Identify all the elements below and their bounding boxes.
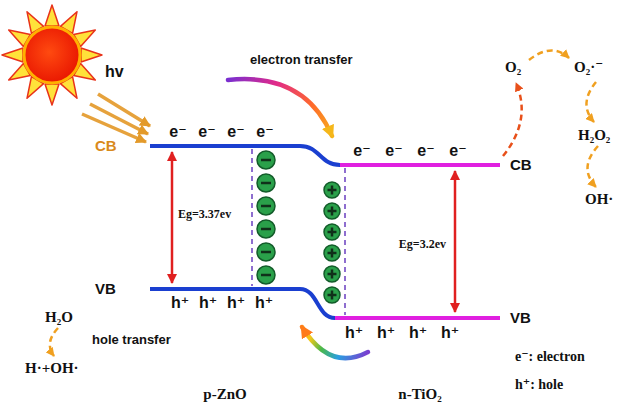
hole-symbol: h⁺ xyxy=(171,294,189,312)
hole-symbol: h⁺ xyxy=(227,294,245,312)
band-label: VB xyxy=(95,280,116,297)
photon-label: hv xyxy=(105,63,124,81)
negative-ion xyxy=(257,266,275,284)
material-label: n-TiO₂ xyxy=(398,386,441,403)
positive-charges xyxy=(324,182,340,303)
positive-ion xyxy=(324,287,340,303)
transfer-label: electron transfer xyxy=(250,53,353,68)
material-label: p-ZnO xyxy=(203,386,246,403)
zno-bands xyxy=(150,146,340,318)
electron-symbol: e⁻ xyxy=(385,142,402,160)
species-label: H₂O xyxy=(45,309,73,326)
conduction-band xyxy=(340,163,500,167)
reaction-arrow xyxy=(587,146,598,187)
negative-ion xyxy=(257,220,275,238)
dashed-boundary xyxy=(251,149,253,286)
species-label: O₂ xyxy=(505,59,521,76)
band-label: CB xyxy=(510,156,532,173)
reaction-arrow xyxy=(529,50,569,60)
hole-symbol: h⁺ xyxy=(255,294,273,312)
valence-band xyxy=(335,316,500,320)
negative-ion xyxy=(257,243,275,261)
negative-charges xyxy=(257,151,275,284)
band-gap-arrow xyxy=(454,171,457,312)
sun-ray xyxy=(2,48,23,62)
electron-symbol: e⁻ xyxy=(449,142,466,160)
electron-symbol: e⁻ xyxy=(198,123,215,141)
band-gap-label: Eg=3.2ev xyxy=(399,238,446,252)
negative-ion xyxy=(257,174,275,192)
hole-symbol: h⁺ xyxy=(377,324,395,342)
species-label: H·+OH· xyxy=(25,360,79,377)
dashed-boundary xyxy=(344,168,346,315)
reaction-arrow xyxy=(586,82,596,122)
negative-ion xyxy=(257,151,275,169)
electron-symbol: e⁻ xyxy=(256,123,273,141)
positive-ion xyxy=(324,224,340,240)
band-label: CB xyxy=(95,137,117,154)
hole-symbol: h⁺ xyxy=(199,294,217,312)
reaction-arrows xyxy=(50,50,598,356)
negative-ion xyxy=(257,197,275,215)
reaction-arrow xyxy=(503,83,522,156)
band-gap-arrows xyxy=(172,152,455,312)
band-label: VB xyxy=(510,309,531,326)
depletion-boundaries xyxy=(252,149,345,315)
band-gap-label: Eg=3.37ev xyxy=(178,208,231,222)
hole-symbol: h⁺ xyxy=(441,324,459,342)
sun-icon xyxy=(2,5,102,105)
electron-symbol: e⁻ xyxy=(353,142,370,160)
species-label: H₂O₂ xyxy=(578,127,610,144)
conduction-band xyxy=(150,144,300,148)
sun-ray xyxy=(45,5,59,26)
electron-symbol: e⁻ xyxy=(227,123,244,141)
band-gap-arrow xyxy=(171,152,174,283)
positive-ion xyxy=(324,245,340,261)
hole-symbol: h⁺ xyxy=(345,324,363,342)
hole-symbol: h⁺ xyxy=(409,324,427,342)
electron-symbol: e⁻ xyxy=(417,142,434,160)
sun-ray xyxy=(45,84,59,105)
band-bending xyxy=(300,146,340,165)
light-arrows xyxy=(82,94,150,142)
positive-ion xyxy=(324,182,340,198)
valence-band xyxy=(150,287,300,291)
positive-ion xyxy=(324,203,340,219)
transfer-label: hole transfer xyxy=(92,333,171,348)
positive-ion xyxy=(324,266,340,282)
species-label: O₂·⁻ xyxy=(574,59,603,76)
sun-disc xyxy=(24,27,80,83)
legend-label: h⁺: hole xyxy=(515,377,563,393)
sun-ray xyxy=(81,48,102,62)
reaction-arrow xyxy=(50,328,58,356)
tio2-bands xyxy=(335,165,500,318)
species-label: OH· xyxy=(585,191,613,208)
electron-symbol: e⁻ xyxy=(169,123,186,141)
legend-label: e⁻: electron xyxy=(515,349,585,365)
